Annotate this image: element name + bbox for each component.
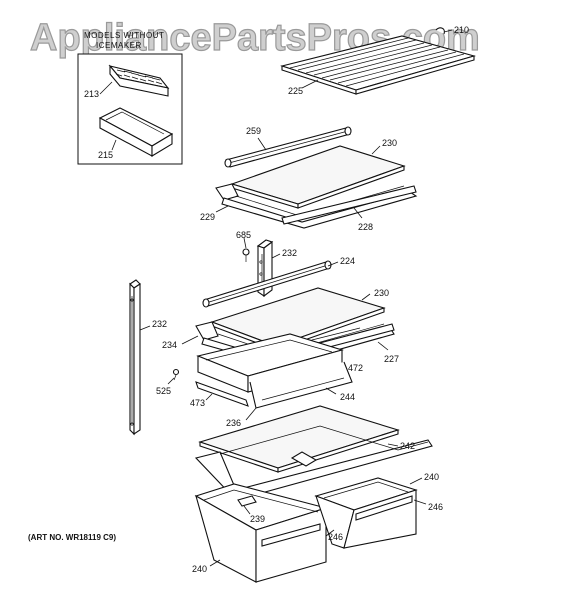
drawer-handle-part-239 (237, 495, 257, 507)
label-230-upper: 230 (382, 138, 397, 148)
glass-shelf-part-230-upper (230, 145, 406, 209)
label-227: 227 (384, 354, 399, 364)
ice-tray-part-213 (108, 64, 170, 97)
icemaker-inset: MODELS WITHOUT ICEMAKER 213 215 (77, 31, 183, 165)
screw-part-525 (172, 368, 180, 381)
label-229: 229 (200, 212, 215, 222)
label-236: 236 (226, 418, 241, 428)
label-246-right: 246 (428, 502, 443, 512)
wire-shelf-part-225 (280, 27, 477, 95)
label-234: 234 (162, 340, 177, 350)
label-232-long: 232 (152, 319, 167, 329)
shelf-rail-part-228 (281, 185, 417, 225)
label-239: 239 (250, 514, 265, 524)
label-215: 215 (98, 150, 113, 160)
inset-caption-line2: ICEMAKER (96, 41, 142, 50)
crisper-drawer-part-240-right (314, 477, 418, 549)
label-225: 225 (288, 86, 303, 96)
label-240-right: 240 (424, 472, 439, 482)
crisper-drawer-part-240-left (194, 483, 328, 583)
label-230-lower: 230 (374, 288, 389, 298)
label-244: 244 (340, 392, 355, 402)
label-473: 473 (190, 398, 205, 408)
screw-part-685 (242, 248, 250, 262)
label-210: 210 (454, 25, 469, 35)
label-242: 242 (400, 441, 415, 451)
shelf-bracket-part-232-long (129, 279, 141, 436)
art-number: (ART NO. WR18119 C9) (28, 533, 116, 542)
ice-bin-part-215 (98, 107, 174, 157)
label-232-short: 232 (282, 248, 297, 258)
label-685: 685 (236, 230, 251, 240)
label-525: 525 (156, 386, 171, 396)
label-213: 213 (84, 89, 99, 99)
shelf-trim-part-259 (224, 126, 352, 168)
shelf-trim-part-224 (202, 260, 332, 308)
slide-rail-part-473 (195, 381, 249, 407)
label-240-left: 240 (192, 564, 207, 574)
drawer-part-236 (196, 333, 353, 409)
label-228: 228 (358, 222, 373, 232)
label-224: 224 (340, 256, 355, 266)
label-472: 472 (348, 363, 363, 373)
label-259: 259 (246, 126, 261, 136)
label-246-left: 246 (328, 532, 343, 542)
inset-caption-line1: MODELS WITHOUT (84, 31, 164, 40)
